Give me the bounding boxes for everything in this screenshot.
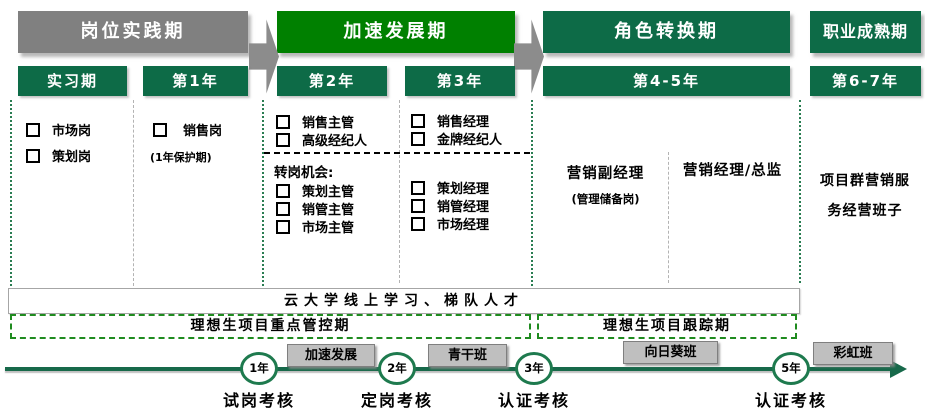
job-label: 销售主管 [302,116,355,131]
checkbox-icon [276,132,290,147]
job-label: 销售经理 [437,115,490,130]
job-item: 销售主管 [276,112,354,131]
job-item: 销管主管 [276,199,354,218]
role-deputy-manager: 营销副经理 [566,166,645,182]
job-label: 策划主管 [302,185,355,200]
job-label: 市场岗 [52,124,92,139]
phase-header-acceleration: 加速发展期 [277,11,515,53]
milestone-circle-year1: 1年 [240,352,278,385]
job-label: 销管主管 [302,203,355,218]
milestone-label-cert2: 认证考核 [754,391,827,410]
class-box-acceleration: 加速发展 [287,344,375,367]
phase-arrow-icon [249,19,279,94]
tracking-band: 理想生项目跟踪期 [537,314,797,339]
checkbox-icon [26,148,40,163]
job-label: 金牌经纪人 [437,133,503,148]
role-project-group: 项目群营销服务经营班子 [820,173,910,219]
checkbox-icon [411,113,425,128]
job-label: 策划经理 [437,182,490,197]
milestone-circle-year2: 2年 [378,352,416,385]
milestone-circle-year5: 5年 [772,352,810,385]
year-box-4-5: 第4-5年 [543,66,790,96]
class-box-qinggan: 青干班 [428,344,507,367]
role-marketing-manager: 营销经理/总监 [682,163,783,179]
checkbox-icon [276,219,290,234]
key-control-band: 理想生项目重点管控期 [10,314,531,339]
year-box-2: 第2年 [277,66,387,96]
checkbox-icon [411,198,425,213]
milestone-circle-year3: 3年 [515,352,553,385]
checkbox-icon [153,122,167,137]
online-learning-band: 云大学线上学习、梯队人才 [8,288,800,314]
job-item: 策划主管 [276,181,354,200]
job-item: 策划岗 [26,146,91,165]
checkbox-icon [276,183,290,198]
divider-dashed-gray [399,100,400,283]
transfer-opportunity-title: 转岗机会: [274,165,334,181]
milestone-label-cert1: 认证考核 [497,391,570,410]
job-item: 市场主管 [276,217,354,236]
timeline-arrowhead-icon [890,360,907,378]
divider-dashed-gray [668,152,669,283]
checkbox-icon [411,180,425,195]
divider-dotted-green [262,100,264,286]
checkbox-icon [276,114,290,129]
class-box-sunflower: 向日葵班 [623,341,718,364]
job-item: 市场岗 [26,120,91,139]
milestone-label-trial: 试岗考核 [222,391,295,410]
divider-dotted-green [531,100,533,286]
checkbox-icon [26,122,40,137]
year-box-1: 第1年 [143,66,248,96]
job-label: 市场主管 [302,221,355,236]
divider-dashed-gray [133,100,134,286]
year-box-6-7: 第6-7年 [810,66,921,96]
milestone-label-positioning: 定岗考核 [360,391,433,410]
protection-period-note: (1年保护期) [150,151,212,164]
job-item: 市场经理 [411,214,489,233]
job-item: 高级经纪人 [276,130,367,149]
job-label: 销管经理 [437,200,490,215]
year-box-intern: 实习期 [18,66,127,96]
job-label: 策划岗 [52,150,92,165]
job-label: 销售岗 [183,124,223,139]
phase-header-maturity: 职业成熟期 [810,11,921,53]
phase-header-role-change: 角色转换期 [543,11,790,53]
checkbox-icon [276,201,290,216]
phase-arrow-icon [514,19,544,94]
timeline-axis [5,367,893,371]
job-label: 高级经纪人 [302,134,368,149]
divider-dotted-green [799,100,801,283]
job-item: 销售岗 [153,120,222,139]
job-item: 销管经理 [411,196,489,215]
job-label: 市场经理 [437,218,490,233]
reserve-post-note: (管理储备岗) [571,192,640,206]
divider-dotted-green [10,100,12,286]
checkbox-icon [411,131,425,146]
class-box-rainbow: 彩虹班 [813,342,893,365]
phase-header-practice: 岗位实践期 [18,11,248,53]
checkbox-icon [411,216,425,231]
divider-dashed-horizontal [264,152,530,154]
job-item: 销售经理 [411,111,489,130]
job-item: 金牌经纪人 [411,129,502,148]
year-box-3: 第3年 [405,66,515,96]
job-item: 策划经理 [411,178,489,197]
